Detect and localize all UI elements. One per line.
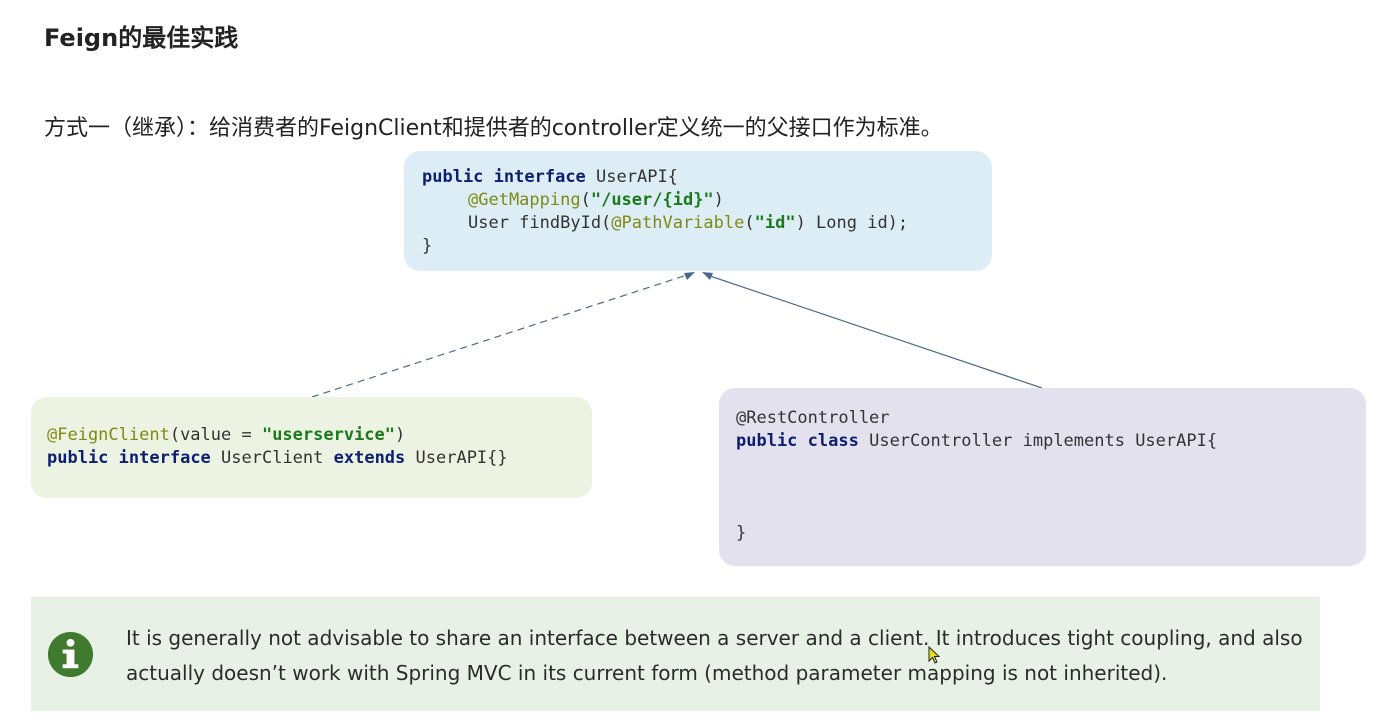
note-text: It is generally not advisable to share a… [126,626,1303,685]
client-arrow-line [311,273,691,398]
userclient-code-box: @FeignClient(value = "userservice")publi… [31,397,592,498]
userapi-code-box: public interface UserAPI{@GetMapping("/u… [404,151,992,271]
page-title: Feign的最佳实践 [44,24,239,52]
info-note: It is generally not advisable to share a… [31,597,1320,711]
mouse-cursor-icon [928,646,941,664]
subtitle: 方式一（继承）：给消费者的FeignClient和提供者的controller定… [44,116,943,141]
controller-arrow-head [702,272,713,280]
info-icon [47,631,94,678]
controller-arrow-line [706,274,1043,389]
client-arrow-head [684,272,695,280]
